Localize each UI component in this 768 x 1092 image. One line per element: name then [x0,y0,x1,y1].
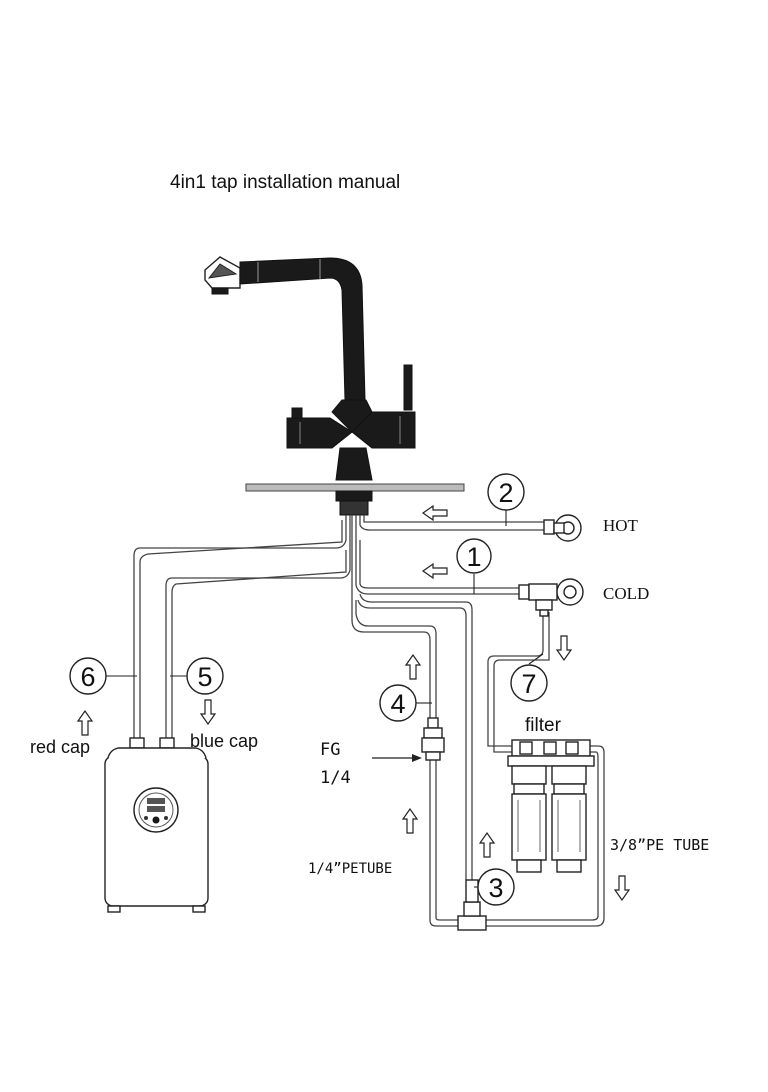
callout-7: 7 [510,653,548,702]
pe-tube-3-8-label: 3/8”PE TUBE [610,836,709,854]
spout-arm [239,257,366,401]
flow-arrow-left-hot [421,504,448,522]
callout-6: 6 [69,657,137,695]
callout-1: 1 [456,538,492,594]
blue-cap-label: blue cap [190,731,258,751]
flow-arrow-up-red [76,709,94,736]
fg-pointer-arrow [412,754,422,762]
left-handle-knob [291,407,303,419]
callout-2: 2 [487,473,525,526]
blue-cap-inlet [159,737,175,749]
threaded-shank [339,500,369,516]
marker-4: 4 [390,689,405,719]
callout-5: 5 [170,657,224,695]
cold-angle-valve [518,578,584,617]
filter-label: filter [525,715,562,736]
marker-5: 5 [197,662,212,692]
red-cap-label: red cap [30,737,90,757]
pe-tube-quarter-label: 1/4”PETUBE [308,861,392,877]
cold-label: COLD [603,584,649,603]
right-lever [403,364,413,411]
flow-arrow-left-cold [421,562,448,580]
callout-3: 3 [474,868,515,906]
flow-arrow-down-cold [555,635,573,662]
countertop [245,483,465,492]
tee-fitting [457,879,487,931]
page-title: 4in1 tap installation manual [170,172,400,193]
flow-arrow-up-4 [404,653,422,680]
tap-body [335,447,373,481]
hoses [133,515,605,927]
marker-1: 1 [466,542,481,572]
water-heater [104,737,209,913]
fg-size-label: 1/4 [320,768,351,788]
flow-arrow-up-3 [478,831,496,858]
left-handle [286,417,353,449]
hot-label: HOT [603,516,639,535]
right-handle [351,411,416,449]
callout-4: 4 [379,684,432,722]
kitchen-tap [204,256,465,516]
marker-7: 7 [521,669,536,699]
fg-connector [421,717,445,761]
marker-3: 3 [488,873,503,903]
flow-arrow-up-tube [401,807,419,834]
fg-label: FG [320,740,340,760]
red-cap-inlet [129,737,145,749]
filter-unit [507,739,595,873]
flow-arrow-down-tube [613,875,631,902]
hot-angle-valve [543,514,582,542]
marker-2: 2 [498,478,513,508]
flow-arrow-down-blue [199,699,217,726]
marker-6: 6 [80,662,95,692]
